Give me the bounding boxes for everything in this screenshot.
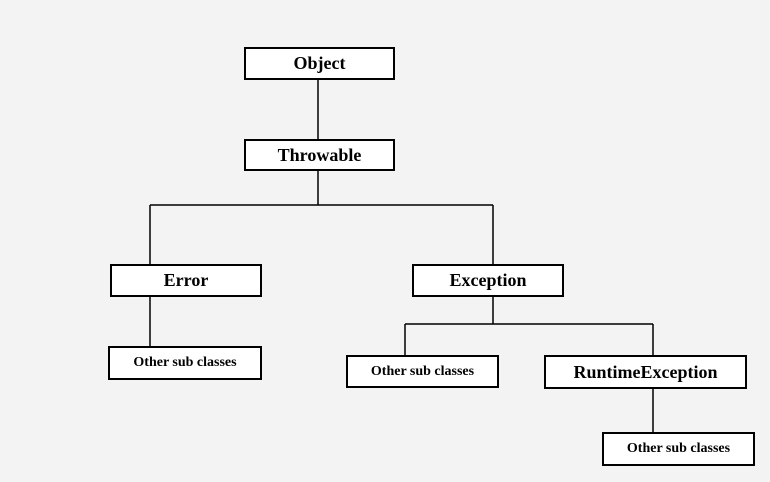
node-runtime-other-subclasses: Other sub classes (602, 432, 755, 466)
node-error-label: Error (163, 270, 209, 290)
node-object: Object (244, 47, 395, 80)
node-runtime-exception-label: RuntimeException (573, 361, 718, 382)
node-error-other-subclasses: Other sub classes (108, 346, 262, 380)
node-runtime-exception: RuntimeException (544, 355, 747, 389)
node-exception-label: Exception (449, 270, 527, 290)
node-throwable-label: Throwable (277, 144, 362, 165)
node-throwable: Throwable (244, 139, 395, 171)
node-runtime-other-label: Other sub classes (626, 441, 731, 456)
node-error-other-label: Other sub classes (133, 355, 237, 370)
node-exception-other-label: Other sub classes (370, 363, 475, 379)
node-exception-other-subclasses: Other sub classes (346, 355, 499, 388)
node-error: Error (110, 264, 262, 297)
node-object-label: Object (293, 53, 346, 73)
node-exception: Exception (412, 264, 564, 297)
